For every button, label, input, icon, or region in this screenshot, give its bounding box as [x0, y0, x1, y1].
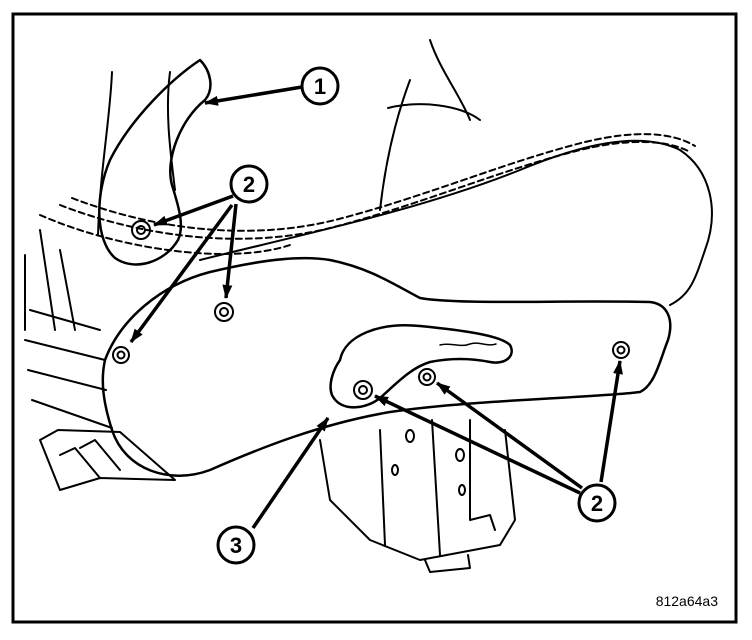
callout-2a-label: 2	[243, 172, 255, 197]
callout-1-label: 1	[314, 74, 326, 99]
callout-3-label: 3	[230, 533, 242, 558]
leader-1	[204, 85, 303, 106]
side-shield	[101, 256, 672, 477]
recline-handle	[329, 324, 513, 409]
callout-2a: 2	[229, 164, 269, 204]
screw-heads	[112, 220, 630, 400]
leader-arrows	[129, 85, 623, 529]
figure-code: 812a64a3	[656, 593, 719, 609]
seat-track-bracket	[319, 429, 516, 561]
leader-2-to-screw-e	[435, 381, 584, 490]
leader-2-to-screw-c	[129, 203, 234, 344]
leader-2-to-screw-f	[599, 360, 623, 483]
seat-rail	[24, 309, 113, 429]
callout-1: 1	[300, 66, 340, 106]
leader-2-to-screw-a	[153, 194, 234, 227]
recliner-arm	[98, 58, 212, 266]
leader-2-to-screw-d	[374, 394, 581, 495]
leader-2-to-screw-b	[222, 203, 238, 299]
leader-3	[251, 417, 330, 529]
callout-2b-label: 2	[591, 491, 603, 516]
seat-drawing	[24, 39, 713, 573]
callout-2b: 2	[577, 483, 617, 523]
figure-border	[11, 12, 738, 624]
callout-3: 3	[216, 525, 256, 565]
